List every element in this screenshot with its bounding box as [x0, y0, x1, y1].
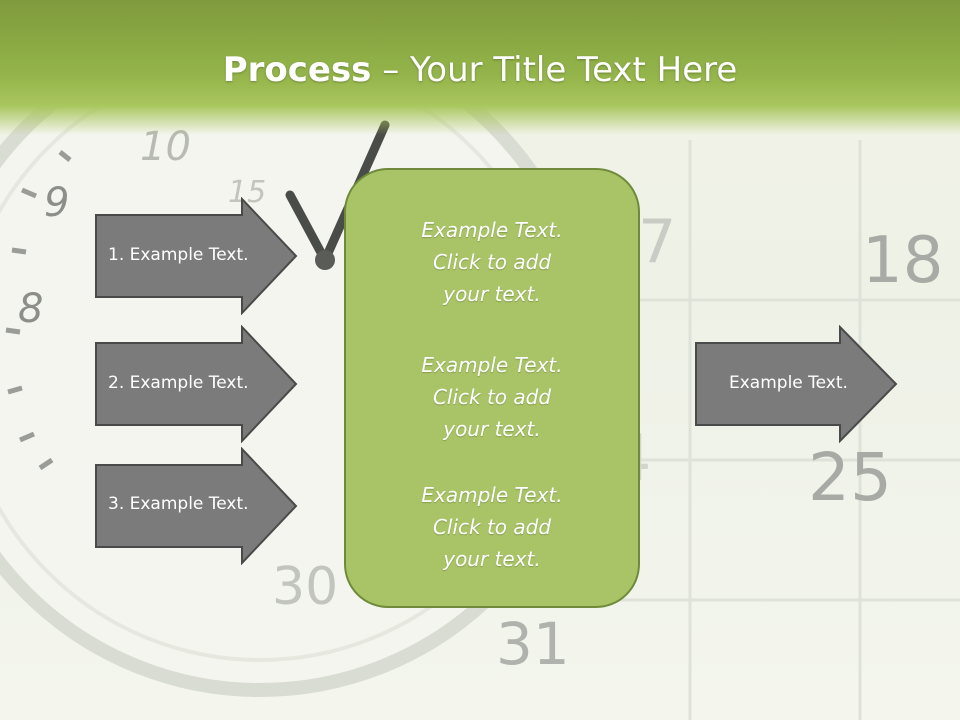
center-text-line: your text.	[443, 417, 541, 441]
input-arrow-3-label: 3. Example Text.	[108, 494, 249, 514]
center-text-line: Click to add	[432, 515, 552, 539]
center-text-line: your text.	[443, 282, 541, 306]
title-rest: – Your Title Text Here	[371, 50, 738, 90]
center-text-line: your text.	[443, 547, 541, 571]
calendar-number: 30	[272, 557, 338, 617]
center-text-line: Example Text.	[421, 353, 563, 377]
title-bold: Process	[222, 50, 372, 90]
clock-ticks	[5, 150, 72, 471]
clock-number: 8	[18, 286, 43, 332]
clock-center	[315, 250, 335, 270]
input-arrow-1-label: 1. Example Text.	[108, 245, 249, 265]
output-arrow[interactable]	[694, 325, 900, 443]
center-process-box[interactable]: Example Text. Click to add your text. Ex…	[344, 168, 640, 608]
input-arrow-1[interactable]	[94, 197, 300, 315]
center-text-line: Click to add	[432, 385, 552, 409]
center-text-line: Click to add	[432, 250, 552, 274]
center-text-line: Example Text.	[421, 483, 563, 507]
title-bar	[0, 0, 960, 135]
clock-number: 9	[44, 180, 69, 226]
input-arrow-2-label: 2. Example Text.	[108, 373, 249, 393]
calendar-number: 25	[808, 439, 892, 516]
input-arrow-3[interactable]	[94, 447, 300, 565]
center-text-block-3[interactable]: Example Text. Click to add your text.	[346, 479, 638, 575]
output-arrow-label: Example Text.	[729, 373, 848, 393]
center-text-block-1[interactable]: Example Text. Click to add your text.	[346, 214, 638, 310]
calendar-number: 31	[496, 610, 570, 678]
slide-title[interactable]: Process – Your Title Text Here	[0, 50, 960, 90]
center-text-line: Example Text.	[421, 218, 563, 242]
center-text-block-2[interactable]: Example Text. Click to add your text.	[346, 349, 638, 445]
calendar-number: 18	[862, 224, 943, 298]
input-arrow-2[interactable]	[94, 325, 300, 443]
